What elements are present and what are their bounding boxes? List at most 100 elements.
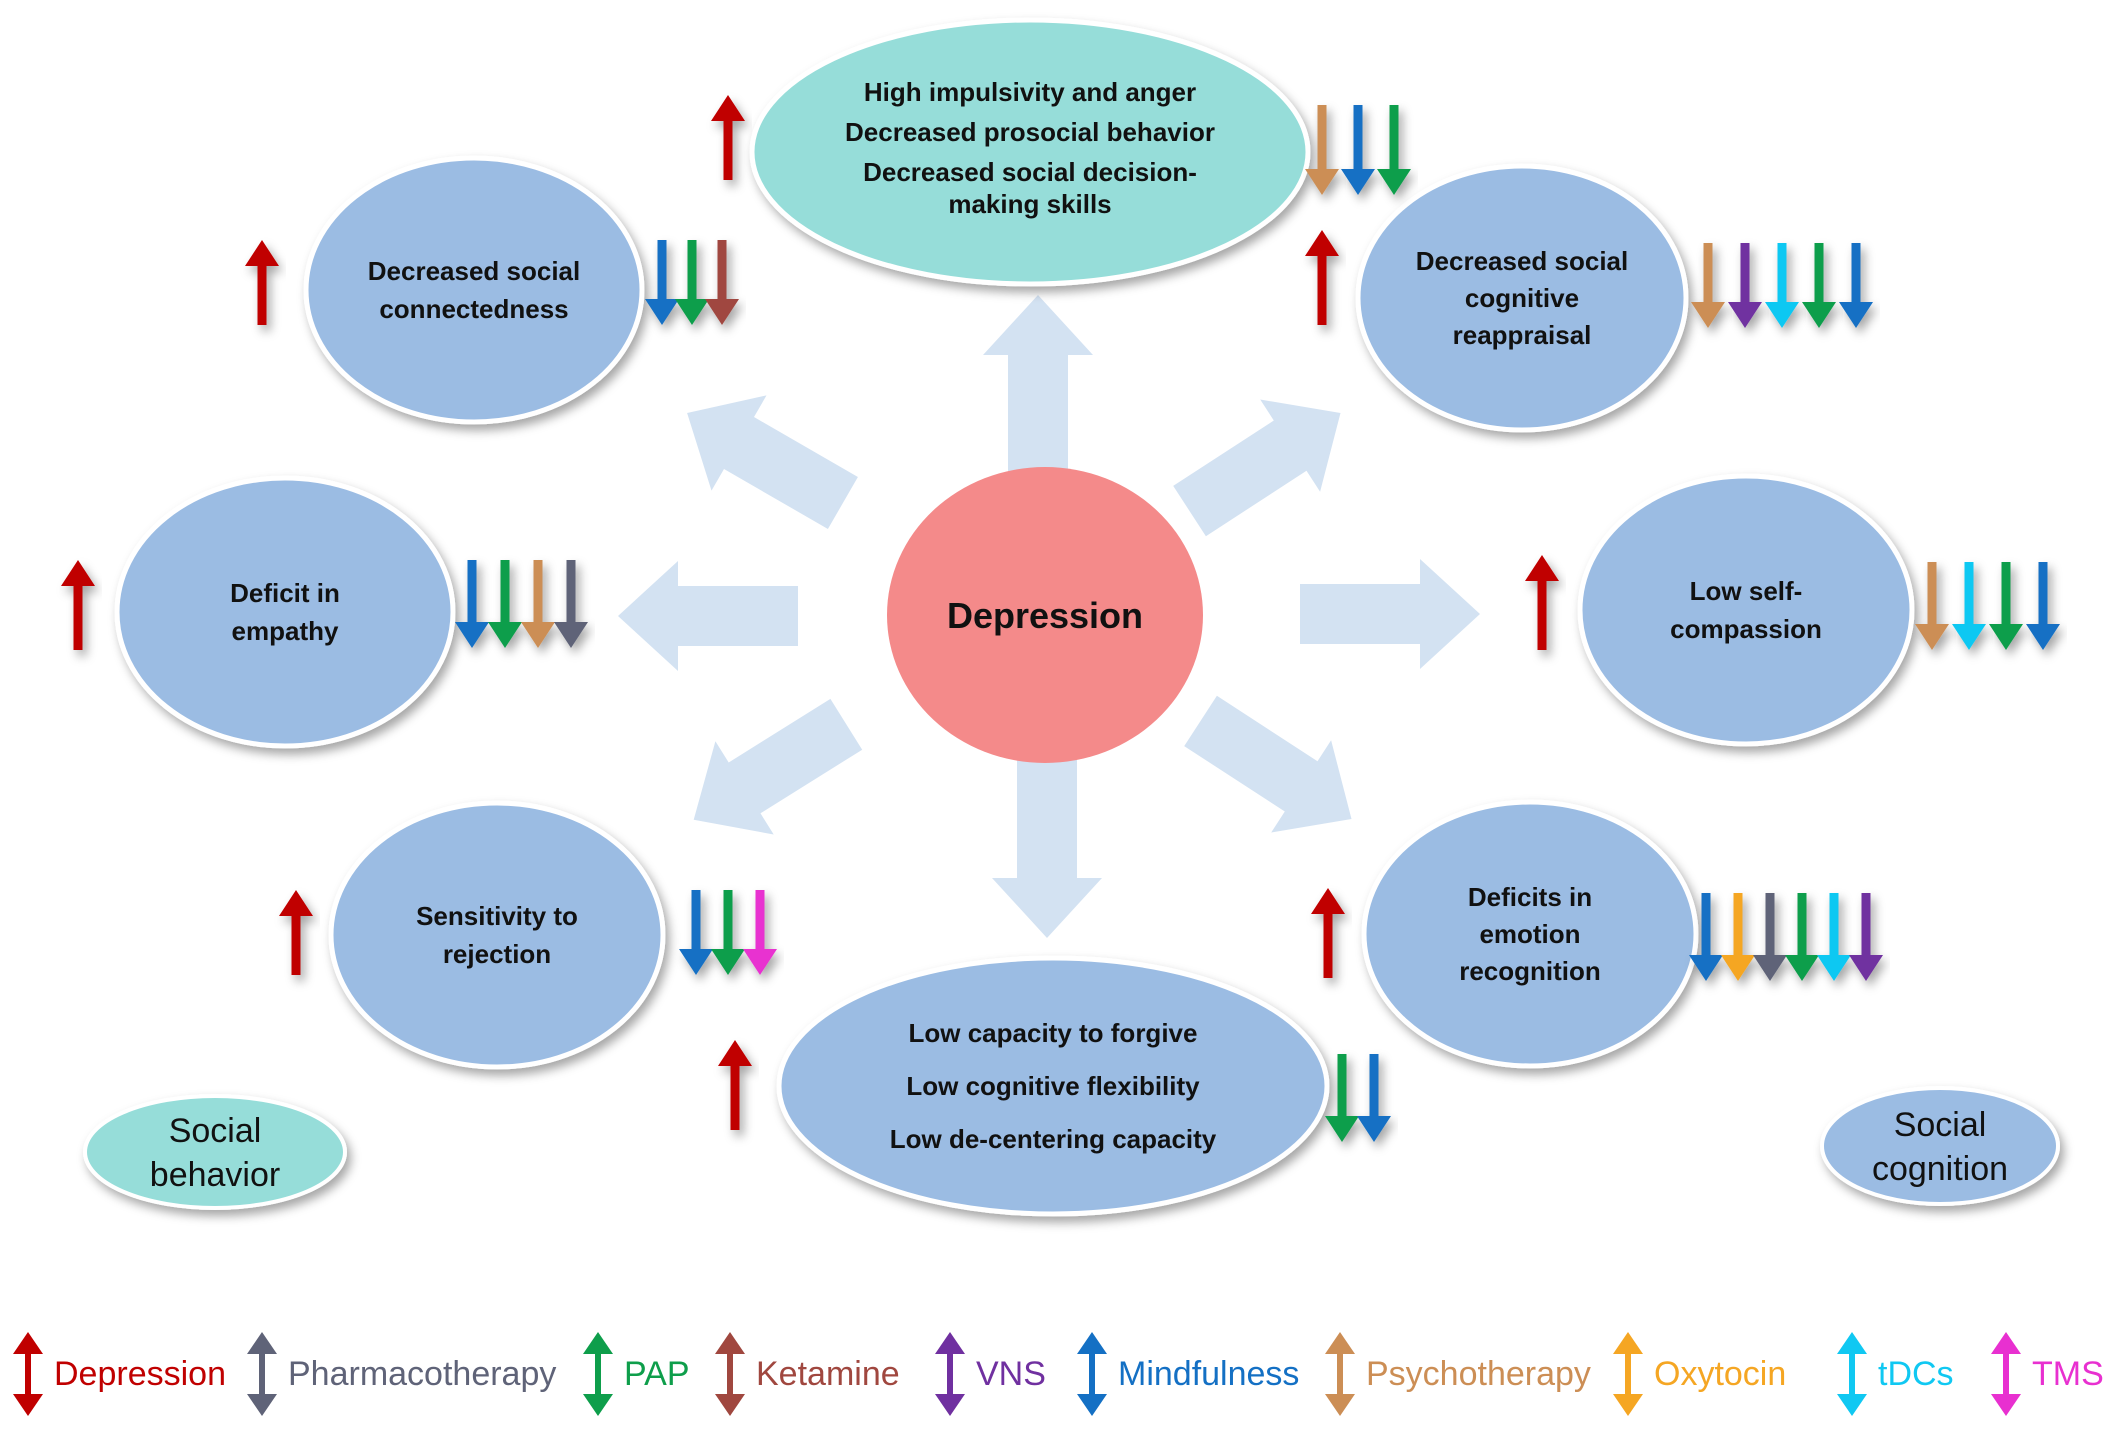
category-social-cognition-label: Social	[1894, 1106, 1987, 1144]
node-empathy-line: empathy	[232, 616, 339, 646]
category-social-cognition: Social cognition	[1820, 1086, 2060, 1206]
pap-down-arrow-icon	[1989, 562, 2023, 650]
pap-down-arrow-icon	[1325, 1054, 1359, 1142]
node-empathy: Deficit in empathy	[114, 475, 456, 749]
pap-legend-arrow-icon	[583, 1332, 613, 1416]
legend-item-pap: PAP	[624, 1355, 690, 1393]
pap-down-arrow-icon	[711, 890, 745, 975]
vns-down-arrow-icon	[1728, 243, 1762, 328]
depression-up-arrow-icon	[718, 1040, 752, 1130]
node-cognitive-reappraisal-line: Decreased social	[1416, 246, 1628, 276]
legend-label: Mindfulness	[1118, 1355, 1299, 1393]
category-social-behavior-label: Social	[169, 1112, 262, 1150]
oxytocin-legend-arrow-icon	[1613, 1332, 1643, 1416]
depression-up-arrow-icon	[1311, 888, 1345, 978]
node-emotion-recognition: Deficits in emotion recognition	[1361, 799, 1699, 1069]
block-arrow-up-left	[687, 395, 858, 529]
ketamine-legend-arrow-icon	[715, 1332, 745, 1416]
node-forgive-shape	[776, 955, 1330, 1217]
legend-label: Ketamine	[756, 1355, 900, 1393]
tdcs-down-arrow-icon	[1952, 562, 1986, 650]
mindfulness-down-arrow-icon	[1357, 1054, 1391, 1142]
legend-label: PAP	[624, 1355, 690, 1393]
node-social-behavior-main-line: making skills	[948, 189, 1111, 219]
node-social-behavior-main-shape	[749, 17, 1311, 287]
pharmacotherapy-down-arrow-icon	[1753, 893, 1787, 981]
block-arrow-up-right	[1173, 399, 1341, 537]
node-forgive-line: Low capacity to forgive	[909, 1018, 1198, 1048]
psychotherapy-legend-arrow-icon	[1325, 1332, 1355, 1416]
legend-label: VNS	[976, 1355, 1046, 1393]
node-forgive-line: Low de-centering capacity	[890, 1124, 1217, 1154]
node-cognitive-reappraisal: Decreased social cognitive reappraisal	[1355, 163, 1689, 433]
block-arrow-left	[618, 561, 798, 671]
tdcs-legend-arrow-icon	[1837, 1332, 1867, 1416]
oxytocin-down-arrow-icon	[1721, 893, 1755, 981]
node-rejection: Sensitivity to rejection	[328, 800, 666, 1070]
tdcs-down-arrow-icon	[1765, 243, 1799, 328]
legend-item-vns: VNS	[976, 1355, 1046, 1393]
node-self-compassion-line: Low self-	[1690, 576, 1803, 606]
depression-legend-arrow-icon	[13, 1332, 43, 1416]
block-arrow-right	[1300, 559, 1480, 669]
node-social-behavior-main-line: Decreased social decision-	[863, 157, 1197, 187]
node-emotion-recognition-line: Deficits in	[1468, 882, 1592, 912]
mindfulness-down-arrow-icon	[679, 890, 713, 975]
node-social-connectedness-shape	[303, 155, 645, 425]
legend-label: Depression	[54, 1355, 226, 1393]
legend-label: Oxytocin	[1654, 1355, 1786, 1393]
pap-down-arrow-icon	[1785, 893, 1819, 981]
ketamine-down-arrow-icon	[705, 240, 739, 325]
vns-down-arrow-icon	[1849, 893, 1883, 981]
block-arrow-down-right	[1184, 695, 1352, 833]
mindfulness-down-arrow-icon	[1839, 243, 1873, 328]
depression-up-arrow-icon	[245, 240, 279, 325]
node-cognitive-reappraisal-line: cognitive	[1465, 283, 1579, 313]
category-social-cognition-shape	[1820, 1086, 2060, 1206]
legend-item-mindfulness: Mindfulness	[1118, 1355, 1299, 1393]
tms-down-arrow-icon	[743, 890, 777, 975]
psychotherapy-down-arrow-icon	[1915, 562, 1949, 650]
psychotherapy-down-arrow-icon	[1305, 105, 1339, 195]
block-arrow-down-left	[693, 698, 863, 835]
node-social-connectedness-line: Decreased social	[368, 256, 580, 286]
legend: Depression Pharmacotherapy PAP Ketamine VNS M…	[13, 1332, 2104, 1416]
legend-label: Pharmacotherapy	[288, 1355, 556, 1393]
pap-down-arrow-icon	[675, 240, 709, 325]
node-self-compassion-shape	[1577, 473, 1915, 747]
pharmacotherapy-legend-arrow-icon	[247, 1332, 277, 1416]
node-cognitive-reappraisal-line: reappraisal	[1453, 320, 1592, 350]
center-node-label: Depression	[947, 595, 1143, 636]
legend-item-ketamine: Ketamine	[756, 1355, 900, 1393]
center-node: Depression	[887, 467, 1203, 763]
legend-label: Psychotherapy	[1366, 1355, 1591, 1393]
pap-down-arrow-icon	[1377, 105, 1411, 195]
node-emotion-recognition-line: recognition	[1459, 956, 1601, 986]
legend-label: tDCs	[1878, 1355, 1954, 1393]
node-emotion-recognition-line: emotion	[1479, 919, 1580, 949]
depression-up-arrow-icon	[711, 95, 745, 180]
category-social-cognition-label: cognition	[1872, 1150, 2008, 1188]
node-self-compassion-line: compassion	[1670, 614, 1822, 644]
legend-item-tdcs: tDCs	[1878, 1355, 1954, 1393]
pharmacotherapy-down-arrow-icon	[554, 560, 588, 648]
node-rejection-line: rejection	[443, 939, 551, 969]
psychotherapy-down-arrow-icon	[1691, 243, 1725, 328]
legend-item-oxytocin: Oxytocin	[1654, 1355, 1786, 1393]
node-empathy-shape	[114, 475, 456, 749]
psychotherapy-down-arrow-icon	[521, 560, 555, 648]
tdcs-down-arrow-icon	[1817, 893, 1851, 981]
node-rejection-line: Sensitivity to	[416, 901, 578, 931]
depression-up-arrow-icon	[279, 890, 313, 975]
legend-item-pharmacotherapy: Pharmacotherapy	[288, 1355, 556, 1393]
block-arrow-down	[992, 758, 1102, 938]
legend-item-depression: Depression	[54, 1355, 226, 1393]
node-empathy-line: Deficit in	[230, 578, 340, 608]
mindfulness-down-arrow-icon	[645, 240, 679, 325]
block-arrows	[618, 295, 1480, 938]
mindfulness-down-arrow-icon	[455, 560, 489, 648]
legend-item-psychotherapy: Psychotherapy	[1366, 1355, 1591, 1393]
